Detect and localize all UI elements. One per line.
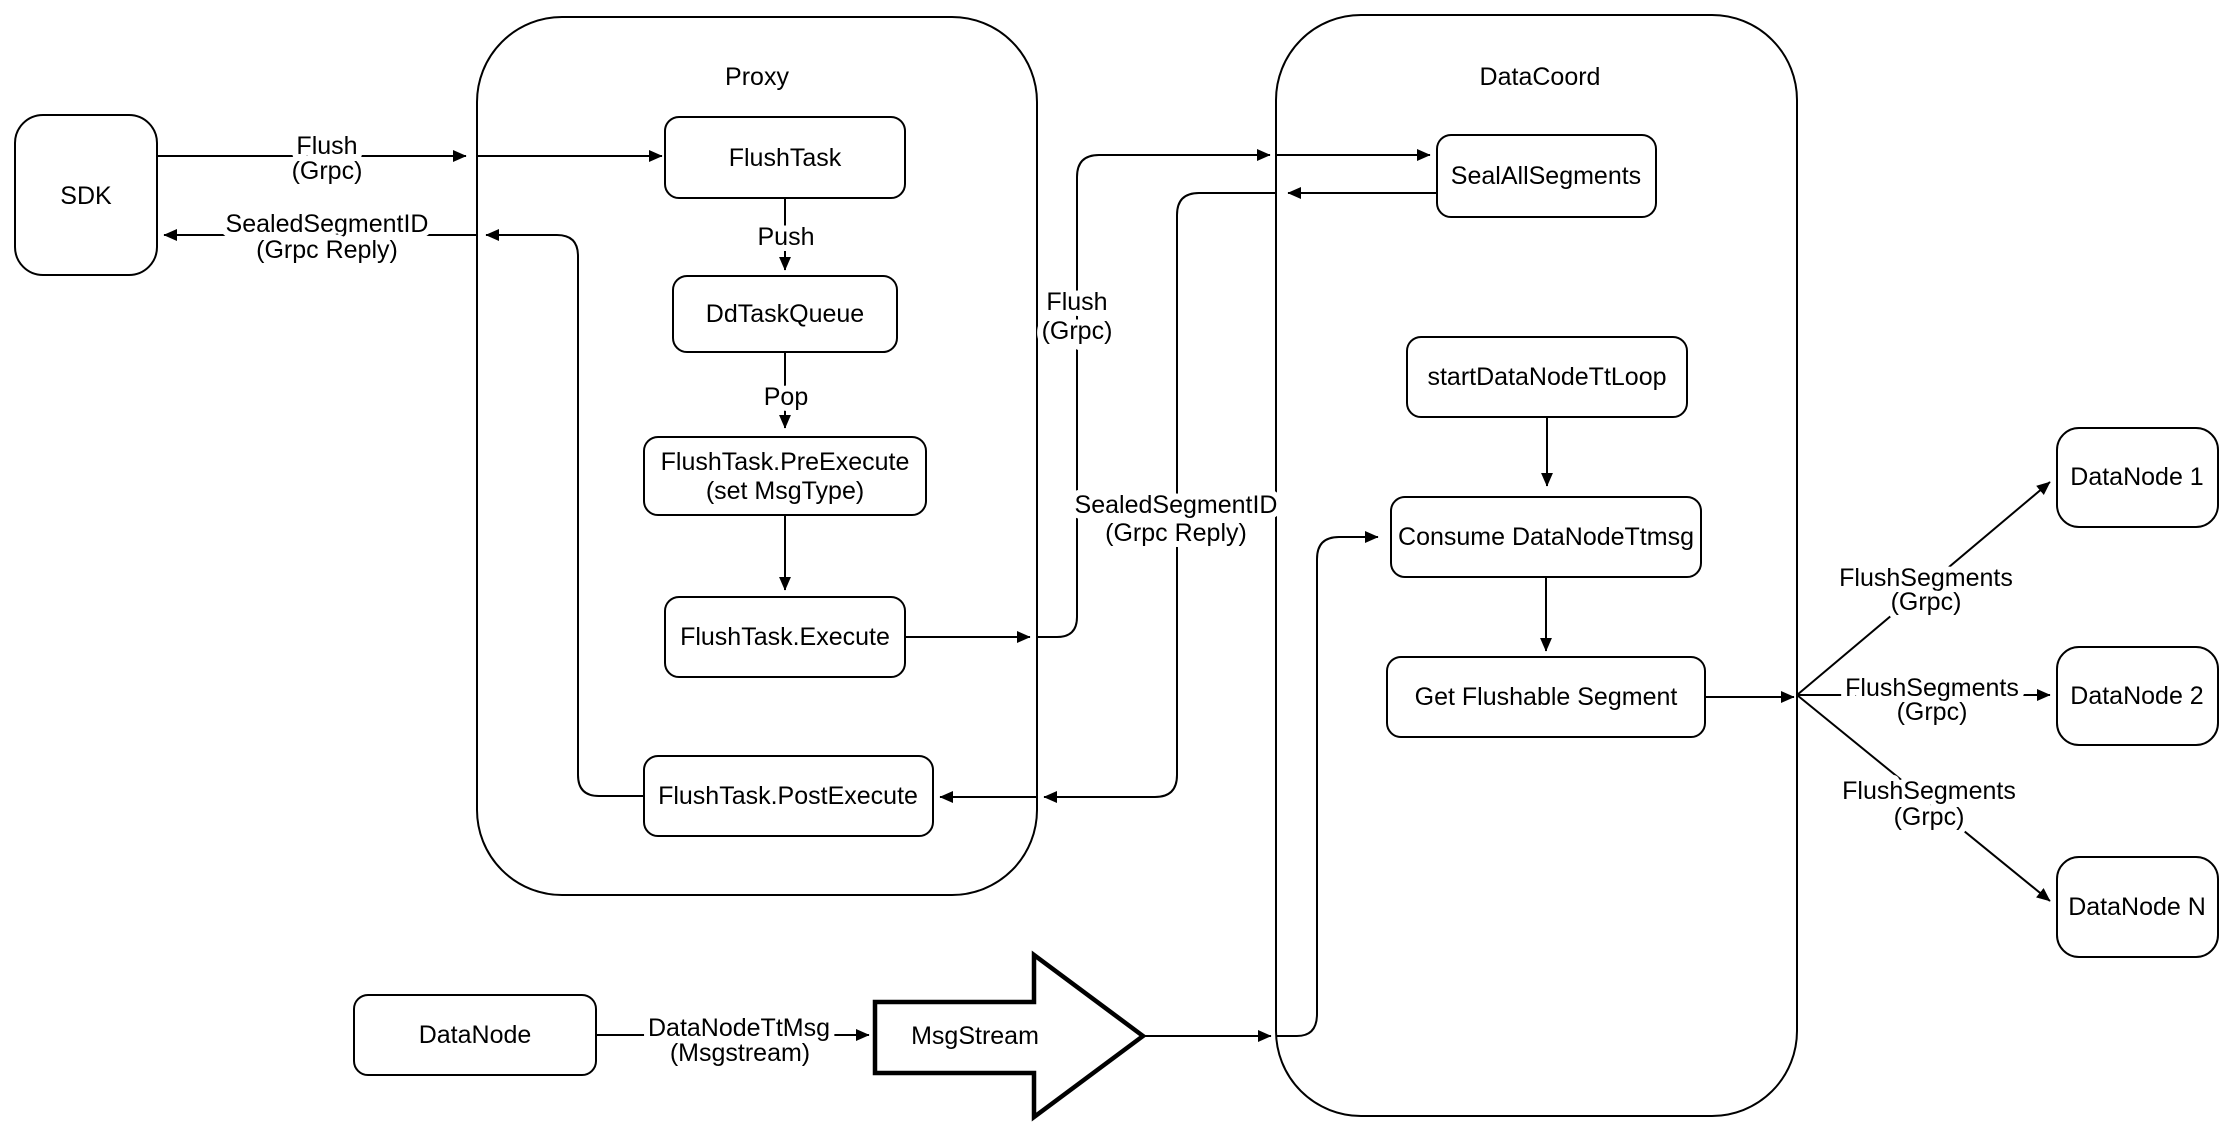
node-datanoden-box [2056,856,2219,958]
datacoord-container: DataCoord [1275,14,1798,1117]
label-sealed-mid-line1: SealedSegmentID [1075,491,1278,519]
edge-fan-to-datanoden [1796,694,2051,902]
edge-postexecute-to-proxy-border [485,229,644,797]
label-flushsegments1-line1: FlushSegments [1839,564,2013,592]
node-execute-box [664,596,906,678]
node-postexecute-box [643,755,934,837]
node-datanoden-label: DataNode N [2068,893,2206,921]
node-flushtask-label: FlushTask [729,144,842,172]
label-flushsegments2-line2: (Grpc) [1897,698,1968,726]
node-execute: FlushTask.Execute [664,596,906,678]
node-consumedatanodettmsg-label: Consume DataNodeTtmsg [1398,523,1694,551]
node-postexecute-label: FlushTask.PostExecute [658,782,918,810]
nodes: SDK FlushTask DdTaskQueue FlushTask.PreE… [14,114,2219,1122]
edge-fan-to-datanode1 [1796,481,2051,696]
node-datanoden: DataNode N [2056,856,2219,958]
node-datanode1-box [2056,427,2219,528]
datacoord-container-box [1275,14,1798,1117]
label-flushsegments2-line1: FlushSegments [1845,674,2019,702]
label-sealed-mid-line2: (Grpc Reply) [1105,519,1247,547]
edge-sealedsegmentid-reply-to-proxy-border [1043,192,1276,803]
label-flushsegments3-line2: (Grpc) [1894,803,1965,831]
node-datanode2-box [2056,646,2219,746]
label-flushsegments3-line1: FlushSegments [1842,777,2016,805]
node-getflushablesegment-label: Get Flushable Segment [1415,683,1678,711]
node-datanode2-label: DataNode 2 [2070,682,2203,710]
node-getflushablesegment-box [1386,656,1706,738]
node-sealallsegments: SealAllSegments [1436,134,1657,218]
proxy-container: Proxy [476,16,1038,896]
node-consumedatanodettmsg-box [1390,496,1702,578]
node-preexecute: FlushTask.PreExecute (set MsgType) [643,436,927,516]
node-sdk-box [14,114,158,276]
label-flush-mid-line1: Flush [1046,288,1107,316]
node-startdatanodettloop-box [1406,336,1688,418]
msgstream-block-arrow-shape [872,950,1147,1122]
node-msgstream-label: MsgStream [911,1022,1039,1050]
node-datanode-bottom-label: DataNode [419,1021,532,1049]
label-datanodettmsg-line1: DataNodeTtMsg [648,1014,830,1042]
node-datanode2: DataNode 2 [2056,646,2219,746]
proxy-container-label: Proxy [725,63,789,91]
node-ddtaskqueue-box [672,275,898,353]
node-postexecute: FlushTask.PostExecute [643,755,934,837]
node-preexecute-box [643,436,927,516]
node-ddtaskqueue: DdTaskQueue [672,275,898,353]
node-sealallsegments-label: SealAllSegments [1451,162,1641,190]
node-getflushablesegment: Get Flushable Segment [1386,656,1706,738]
edge-border-to-consume [1276,531,1379,1037]
node-datanode-bottom: DataNode [353,994,597,1076]
label-push: Push [758,223,815,251]
node-datanode1-label: DataNode 1 [2070,463,2203,491]
node-datanode-bottom-box [353,994,597,1076]
label-pop: Pop [764,383,808,411]
node-flushtask-box [664,116,906,199]
label-datanodettmsg-line2: (Msgstream) [670,1039,810,1067]
edges [157,149,2051,1042]
node-msgstream: MsgStream [872,950,1147,1122]
datacoord-container-label: DataCoord [1480,63,1601,91]
edge-flush-to-datacoord-border [1037,149,1271,638]
node-sdk: SDK [14,114,158,276]
label-flush-mid-line2: (Grpc) [1042,317,1113,345]
node-sdk-label: SDK [60,182,112,210]
label-sealed-sdk-line1: SealedSegmentID [226,210,429,238]
node-flushtask: FlushTask [664,116,906,199]
proxy-container-box [476,16,1038,896]
label-flushsegments1-line2: (Grpc) [1891,588,1962,616]
node-consumedatanodettmsg: Consume DataNodeTtmsg [1390,496,1702,578]
node-preexecute-label-line2: (set MsgType) [706,477,864,505]
label-sealed-sdk-line2: (Grpc Reply) [256,236,398,264]
label-flush-sdk-line2: (Grpc) [292,157,363,185]
label-flush-sdk-line1: Flush [296,132,357,160]
node-execute-label: FlushTask.Execute [680,623,890,651]
edge-labels: Flush (Grpc) SealedSegmentID (Grpc Reply… [220,126,2025,1073]
node-ddtaskqueue-label: DdTaskQueue [706,300,864,328]
node-datanode1: DataNode 1 [2056,427,2219,528]
node-startdatanodettloop: startDataNodeTtLoop [1406,336,1688,418]
node-startdatanodettloop-label: startDataNodeTtLoop [1427,363,1666,391]
node-sealallsegments-box [1436,134,1657,218]
node-preexecute-label-line1: FlushTask.PreExecute [661,448,910,476]
